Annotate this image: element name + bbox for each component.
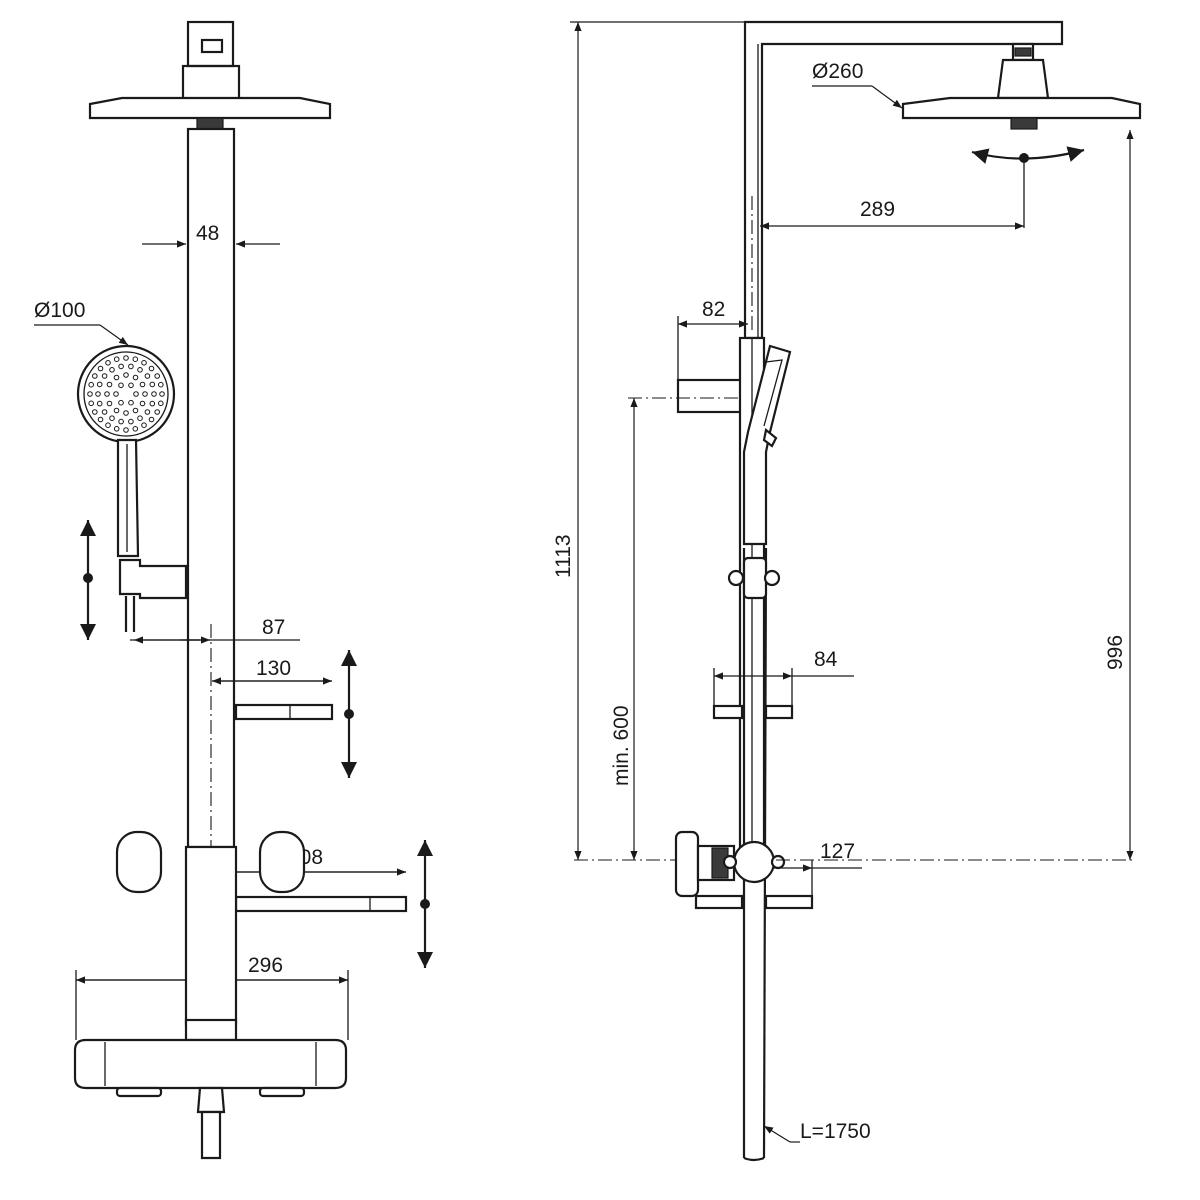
nozzle-dot xyxy=(139,400,146,407)
nozzle-dot xyxy=(113,407,120,414)
front-top-connector xyxy=(186,20,235,68)
front-small-shelf xyxy=(234,703,334,721)
nozzle-dot xyxy=(97,365,104,372)
front-large-shelf xyxy=(234,895,408,913)
side-holder xyxy=(742,556,768,600)
pipe-width-label: 48 xyxy=(196,222,219,245)
front-overhead-shower-head xyxy=(88,96,332,120)
nozzle-dot xyxy=(141,422,147,429)
nozzle-dot xyxy=(101,409,108,415)
nozzle-dot xyxy=(87,391,93,397)
side-hand-shower xyxy=(742,344,792,546)
nozzle-dot xyxy=(144,409,151,415)
hand-shower-holder xyxy=(118,558,188,600)
overall-width-label: 296 xyxy=(248,954,283,977)
nozzle-dot xyxy=(123,372,129,378)
hand-shower-diameter-label: Ø100 xyxy=(34,299,85,322)
nozzle-dot xyxy=(133,391,139,397)
nozzle-dot xyxy=(118,363,124,370)
nozzle-dot xyxy=(118,382,124,389)
nozzle-dot xyxy=(141,360,147,366)
side-mixer-knob xyxy=(674,830,700,898)
nozzle-dot xyxy=(158,381,164,388)
arm-reach-label: 289 xyxy=(860,198,895,221)
nozzle-dot xyxy=(106,400,113,407)
front-bath-spout xyxy=(196,1086,226,1114)
nozzle-dot xyxy=(118,418,124,425)
nozzle-dot xyxy=(123,355,129,361)
large-shelf-depth-label: 127 xyxy=(820,840,855,863)
nozzle-dot xyxy=(109,367,115,373)
nozzle-dot xyxy=(96,381,103,388)
nozzle-dot xyxy=(95,391,101,397)
front-thermostatic-mixer xyxy=(73,1038,348,1090)
nozzle-dot xyxy=(159,391,165,397)
side-mixer-outlet xyxy=(732,840,776,884)
nozzle-dot xyxy=(158,400,164,407)
nozzle-dot xyxy=(96,400,103,407)
nozzle-dot xyxy=(105,422,111,429)
nozzle-dot xyxy=(137,367,143,373)
nozzle-dot xyxy=(97,416,104,423)
front-head-collar xyxy=(181,64,241,102)
small-shelf-depth-label: 84 xyxy=(814,648,838,671)
nozzle-dot xyxy=(132,407,139,414)
side-large-shelf-right xyxy=(764,894,814,910)
nozzle-dot xyxy=(149,381,156,388)
nozzle-dot xyxy=(101,373,108,379)
valve-projection-label: 82 xyxy=(702,298,725,321)
nozzle-dot xyxy=(92,409,98,415)
nozzle-dot xyxy=(105,360,111,366)
nozzle-dot xyxy=(139,381,146,388)
hand-shower-nozzle-pattern xyxy=(87,355,165,433)
nozzle-dot xyxy=(106,381,113,388)
nozzle-dot xyxy=(104,391,110,397)
nozzle-dot xyxy=(154,409,160,415)
nozzle-dot xyxy=(128,399,134,406)
nozzle-dot xyxy=(132,374,139,381)
nozzle-dot xyxy=(132,426,139,432)
side-view: Ø260 289 82 84 xyxy=(552,20,1142,1162)
hand-shower-handle xyxy=(116,438,140,558)
nozzle-dot xyxy=(128,363,134,370)
nozzle-dot xyxy=(88,381,94,388)
nozzle-dot xyxy=(142,391,148,397)
nozzle-dot xyxy=(128,382,134,389)
nozzle-dot xyxy=(109,415,115,422)
nozzle-dot xyxy=(113,374,120,381)
nozzle-dot xyxy=(137,415,143,422)
small-shelf-width-label: 130 xyxy=(256,657,291,680)
nozzle-dot xyxy=(144,373,151,379)
hose-length-label: L=1750 xyxy=(800,1120,871,1143)
nozzle-dot xyxy=(118,399,124,406)
min-height-label: min. 600 xyxy=(610,705,633,786)
nozzle-dot xyxy=(88,400,94,407)
side-overhead-shower-head xyxy=(901,96,1142,120)
nozzle-dot xyxy=(92,373,98,379)
total-height-label: 1113 xyxy=(552,534,575,578)
head-diameter-label: Ø260 xyxy=(812,60,863,83)
nozzle-dot xyxy=(113,356,120,363)
nozzle-dot xyxy=(148,416,155,423)
nozzle-dot xyxy=(154,373,160,379)
side-large-shelf-left xyxy=(694,894,744,910)
nozzle-dot xyxy=(123,410,129,416)
nozzle-dot xyxy=(123,427,129,433)
nozzle-dot xyxy=(128,418,134,425)
side-wall-bracket xyxy=(676,378,746,414)
head-height-label: 996 xyxy=(1104,635,1127,670)
nozzle-dot xyxy=(149,400,156,407)
front-view: 48 Ø100 87 130 xyxy=(34,20,433,1160)
front-head-nozzle xyxy=(196,117,224,130)
nozzle-dot xyxy=(148,365,155,372)
nozzle-dot xyxy=(113,391,119,397)
nozzle-dot xyxy=(113,426,120,432)
holder-offset-label: 87 xyxy=(262,616,285,639)
nozzle-dot xyxy=(151,391,157,397)
nozzle-dot xyxy=(132,356,139,363)
side-small-shelf-right xyxy=(764,704,794,720)
side-small-shelf-left xyxy=(712,704,744,720)
